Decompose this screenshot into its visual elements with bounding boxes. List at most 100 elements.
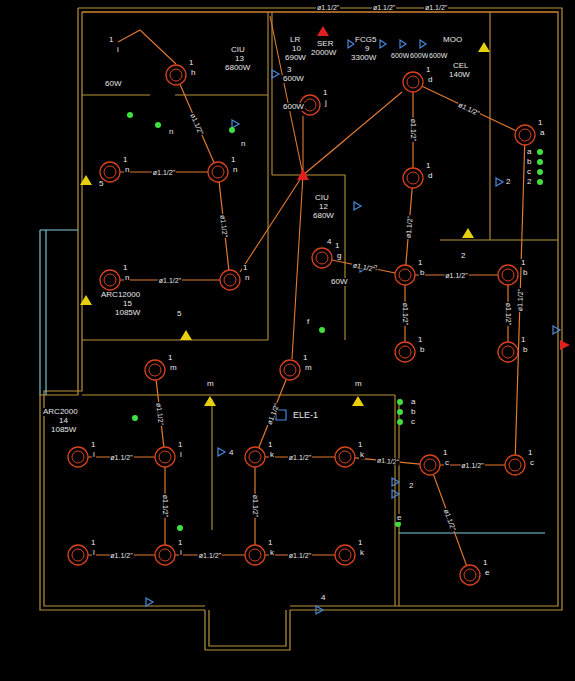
fixture-core [316, 252, 328, 264]
fixture-core [407, 172, 419, 184]
circuit-letter: k [269, 451, 275, 459]
circuit-letter: n [124, 166, 130, 174]
light-fixture: 1k [244, 544, 266, 566]
light-fixture: 1m [144, 359, 166, 381]
light-fixture: 1c [419, 454, 441, 476]
circuit-letter: n [124, 274, 130, 282]
plan-label: 15 [122, 300, 133, 308]
fixture-count: 1 [322, 89, 328, 97]
light-fixture: 1b [497, 264, 519, 286]
fixture-ring [100, 162, 120, 182]
circuit-letter: d [427, 76, 433, 84]
plan-label: CEL [452, 62, 470, 70]
fixture-count: 1 [425, 66, 431, 74]
plan-label: LR [289, 36, 301, 44]
fixture-ring [420, 455, 440, 475]
light-fixture: 1g [311, 247, 333, 269]
fixture-core [424, 459, 436, 471]
plan-label: a [526, 148, 532, 156]
fixture-ring [166, 65, 186, 85]
fixture-core [104, 274, 116, 286]
plan-label: 600W [428, 52, 448, 59]
circuit-letter: l [179, 451, 183, 459]
fixture-count: 1 [520, 259, 526, 267]
circuit-letter: l [179, 549, 183, 557]
conduit-wire [332, 260, 395, 273]
fixture-outline [497, 341, 519, 363]
plan-label: ø1.1/2" [424, 4, 448, 11]
fixture-core [212, 166, 224, 178]
fixture-count: 1 [537, 119, 543, 127]
circuit-letter: l [92, 451, 96, 459]
fixture-count: 1 [357, 539, 363, 547]
light-fixture: 1n [219, 269, 241, 291]
plan-label: ARC2000 [42, 408, 79, 416]
fixture-core [149, 364, 161, 376]
plan-label: FCG5 [354, 36, 377, 44]
fixture-ring [403, 72, 423, 92]
plan-label: 1 [108, 36, 114, 44]
conduit-size: ø1.1/2" [443, 507, 458, 532]
fixture-count: 1 [177, 539, 183, 547]
plan-label: 4 [320, 594, 326, 602]
fixture-outline [394, 264, 416, 286]
plan-label: CIU [230, 46, 246, 54]
fixture-ring [498, 265, 518, 285]
conduit-wire [433, 474, 466, 565]
plan-label: i [116, 46, 120, 54]
fixture-ring [220, 270, 240, 290]
circuit-letter: k [359, 549, 365, 557]
plan-label: 4 [228, 449, 234, 457]
plan-label: a [410, 398, 416, 406]
conduit-size: ø1.1/2" [152, 169, 176, 176]
conduit-size: ø1.1/2" [405, 214, 414, 239]
switch-symbol [146, 40, 560, 614]
light-fixture: 1n [99, 269, 121, 291]
plan-label: b [410, 408, 416, 416]
wall [82, 12, 558, 606]
light-fixture: 1d [402, 167, 424, 189]
panel-wire [82, 12, 558, 359]
conduit-wire [259, 379, 287, 447]
fixture-ring [403, 168, 423, 188]
plan-label: 2000W [310, 49, 337, 57]
fixture-count: 1 [417, 336, 423, 344]
fixture-count: 1 [242, 264, 248, 272]
plan-label: 2 [505, 178, 511, 186]
fixture-outline [144, 359, 166, 381]
fixture-outline [334, 544, 356, 566]
fixture-core [464, 569, 476, 581]
circuit-letter: g [336, 252, 342, 260]
fixture-outline [244, 446, 266, 468]
light-fixture: 1b [497, 341, 519, 363]
circuit-letter: b [522, 346, 528, 354]
conduit-size: ø1.1/2" [444, 272, 468, 279]
fixture-core [407, 76, 419, 88]
conduit-size: ø1.1/2" [375, 456, 400, 465]
conduit-size: ø1.1/2" [460, 462, 484, 469]
fixture-core [502, 346, 514, 358]
fixture-ring [68, 545, 88, 565]
fixture-ring [498, 342, 518, 362]
fixture-outline [99, 269, 121, 291]
fixture-core [72, 451, 84, 463]
conduit-size: ø1.1/2" [288, 454, 312, 461]
conduit-size: ø1.1/2" [109, 454, 133, 461]
fixture-count: 1 [177, 441, 183, 449]
plan-label: 690W [284, 54, 307, 62]
conduit-size: ø1.1/2" [198, 552, 222, 559]
junction-dot [127, 112, 543, 531]
fixture-core [170, 69, 182, 81]
fixture-core [249, 549, 261, 561]
circuit-letter: b [522, 269, 528, 277]
fixture-ring [155, 447, 175, 467]
plan-label: 4 [326, 238, 332, 246]
circuit-letter: c [529, 459, 535, 467]
circuit-letter: e [484, 569, 490, 577]
conduit-wire [180, 84, 214, 163]
fixture-outline [219, 269, 241, 291]
plan-label: ELE-1 [292, 411, 319, 420]
light-fixture: 1n [207, 161, 229, 183]
